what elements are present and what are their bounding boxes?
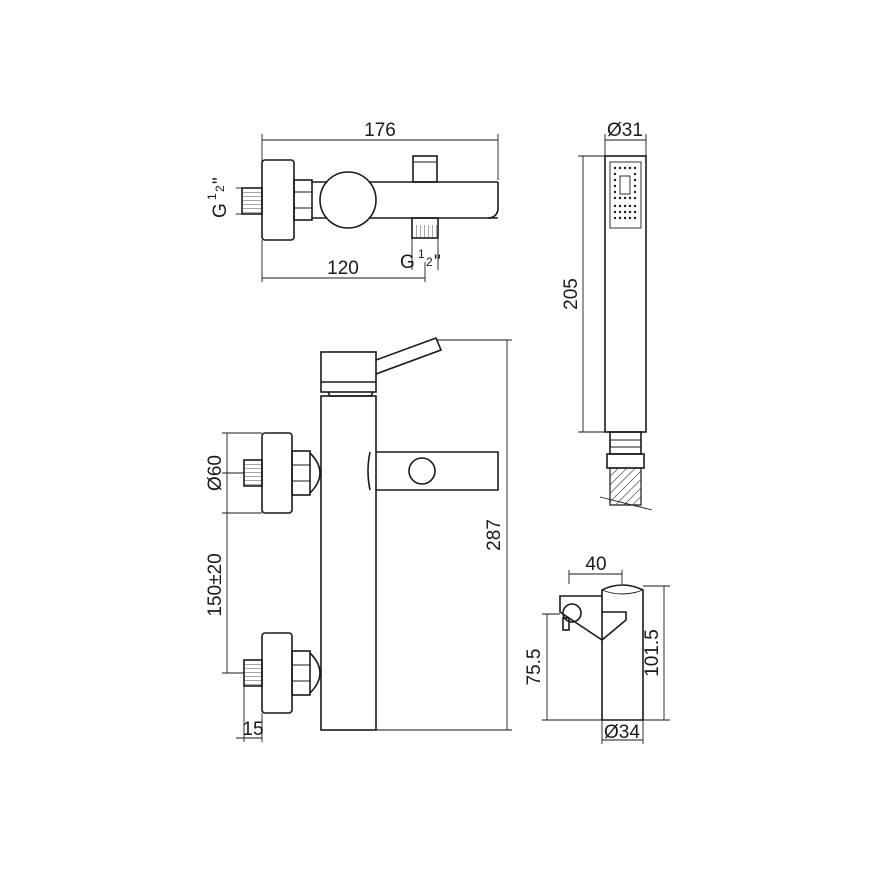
- dimension-75: 75.5: [524, 613, 602, 721]
- svg-text:1: 1: [205, 193, 219, 200]
- dimension-176-label: 176: [364, 120, 396, 141]
- escutcheon-top: [261, 159, 295, 241]
- cartridge-cap: [320, 351, 377, 393]
- dimension-34-label: Ø34: [604, 722, 640, 743]
- dimension-205-label: 205: [561, 278, 582, 310]
- dimension-40: 40: [568, 554, 623, 584]
- escutcheon-upper: [261, 432, 293, 514]
- dimension-31-label: Ø31: [607, 120, 643, 141]
- svg-text:2: 2: [426, 255, 433, 269]
- thread-label-left: G 1 2 ": [205, 177, 231, 218]
- top-view: 176 G 1 2 " G 1: [205, 120, 499, 282]
- dimension-150-label: 150±20: [205, 553, 226, 616]
- dimension-287: 287: [376, 339, 512, 731]
- svg-text:G: G: [210, 203, 231, 218]
- front-view: Ø60 150±20 287 15: [205, 336, 512, 742]
- diverter-knob: [408, 457, 436, 485]
- inlet-thread-top: [241, 187, 263, 215]
- dimension-120-label: 120: [327, 258, 359, 279]
- holder-body: [601, 584, 644, 721]
- dimension-205: 205: [561, 155, 605, 433]
- svg-text:1: 1: [418, 247, 425, 261]
- hose-connector: [609, 431, 642, 455]
- dimension-34: Ø34: [601, 720, 644, 744]
- nut-top: [293, 179, 313, 221]
- dimension-120: 120: [261, 240, 426, 282]
- dimension-101: 101.5: [642, 585, 670, 721]
- lever-handle: [375, 336, 443, 375]
- dimension-40-label: 40: [585, 554, 606, 575]
- holder-ring: [562, 603, 582, 623]
- svg-text:G: G: [400, 252, 415, 273]
- hose-section: [609, 467, 642, 506]
- diverter-top: [412, 155, 438, 183]
- spout: [376, 451, 499, 491]
- dimension-31: Ø31: [604, 120, 647, 156]
- hand-shower: Ø31 205: [561, 120, 653, 511]
- dimension-176: 176: [261, 120, 499, 180]
- dimension-150: 150±20: [205, 472, 244, 674]
- svg-text:2: 2: [213, 185, 227, 192]
- nut-upper: [291, 450, 311, 496]
- dimension-15: 15: [236, 686, 264, 742]
- thread-hatch: [243, 189, 261, 213]
- svg-text:": ": [210, 177, 231, 184]
- svg-text:": ": [434, 252, 441, 273]
- mixer-body: [320, 395, 377, 731]
- outlet-thread-top: [411, 217, 439, 239]
- holder-bracket: [559, 595, 603, 641]
- escutcheon-lower: [261, 632, 293, 714]
- wall-holder: 40 101.5 75.5 Ø34: [524, 554, 670, 744]
- nut-lower: [291, 650, 311, 696]
- dimension-287-label: 287: [484, 519, 505, 551]
- dimension-75-label: 75.5: [524, 649, 545, 686]
- dimension-60-label: Ø60: [205, 455, 226, 491]
- dimension-101-label: 101.5: [642, 629, 663, 677]
- handshower-head: [609, 161, 642, 229]
- thread-label-bottom: G 1 2 ": [400, 247, 441, 273]
- dimension-15-label: 15: [242, 719, 263, 740]
- mixer-body-top: [319, 171, 377, 229]
